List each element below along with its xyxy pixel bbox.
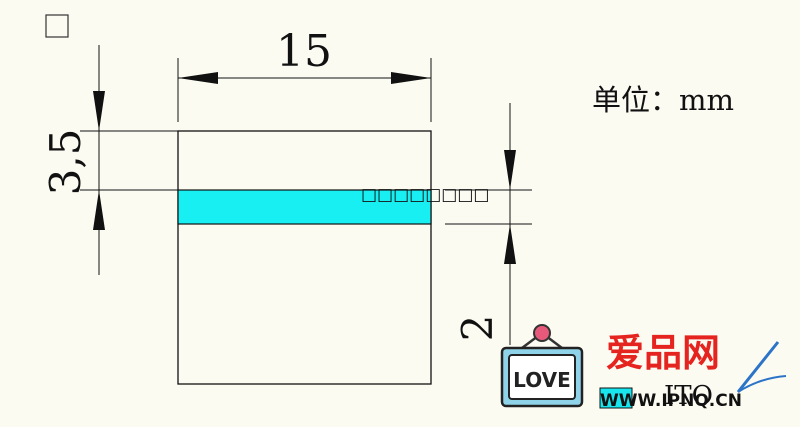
width-label: 15	[276, 26, 332, 77]
strip-label: 2	[453, 315, 502, 342]
overlay-text: □□□□□□□□	[361, 185, 490, 205]
corner-box-icon	[45, 14, 69, 38]
site-name: 爱品网	[606, 331, 720, 375]
ito-strip	[177, 189, 432, 225]
height-label: 3,5	[41, 129, 90, 196]
width-arrow-right	[391, 72, 431, 84]
logo-text: LOVE	[513, 368, 571, 392]
strip-arrow-bottom	[504, 224, 516, 264]
love-sign-logo: LOVE	[500, 324, 584, 408]
watermark-swoosh-tail	[737, 375, 787, 393]
watermark-swoosh	[736, 341, 780, 393]
height-arrow-top	[93, 91, 105, 131]
legend-label: ITO	[664, 381, 713, 411]
legend-swatch	[599, 387, 633, 409]
glass-outline	[177, 130, 432, 385]
width-arrow-left	[178, 72, 218, 84]
unit-label: 单位：mm	[592, 83, 734, 117]
height-arrow-bottom	[93, 190, 105, 230]
strip-arrow-top	[504, 150, 516, 190]
site-url: WWW.IPNQ.CN	[600, 391, 742, 411]
